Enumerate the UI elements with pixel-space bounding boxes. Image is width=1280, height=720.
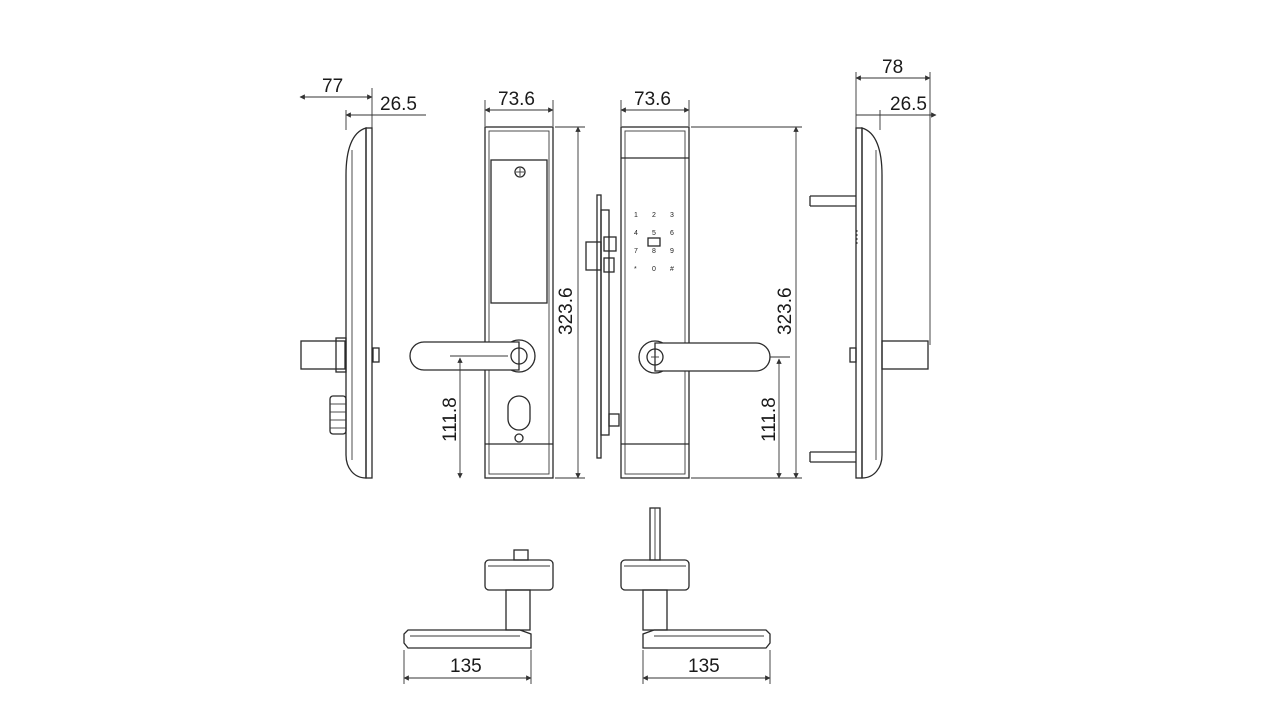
dim-bottom-right-length: 135 <box>688 656 720 677</box>
front-view: 73.6 323.6 111.8 <box>409 89 585 479</box>
key-9: 9 <box>670 248 674 255</box>
keypad: 1 2 3 4 5 6 7 8 9 * 0 # <box>634 212 674 273</box>
dim-back-handle-height: 111.8 <box>759 397 780 442</box>
dim-front-handle-height: 111.8 <box>440 397 461 442</box>
key-0: 0 <box>652 266 656 273</box>
dim-side-left-depth: 77 <box>322 76 343 97</box>
dim-side-right-plate: 26.5 <box>890 94 927 115</box>
key-hash: # <box>670 266 674 273</box>
dim-back-height: 323.6 <box>775 287 796 335</box>
bottom-right-view: 135 <box>620 507 771 684</box>
key-star: * <box>634 266 637 273</box>
dim-side-left-plate: 26.5 <box>380 94 417 115</box>
key-6: 6 <box>670 230 674 237</box>
key-5: 5 <box>652 230 656 237</box>
right-side-view: 78 26.5 <box>809 57 937 479</box>
dim-front-width: 73.6 <box>498 89 535 110</box>
dim-side-right-depth: 78 <box>882 57 903 78</box>
bottom-left-view: 135 <box>403 549 554 684</box>
screw-icon <box>514 166 526 178</box>
mortise-view <box>585 194 620 459</box>
key-7: 7 <box>634 248 638 255</box>
left-side-view: 77 26.5 <box>299 76 426 479</box>
key-3: 3 <box>670 212 674 219</box>
key-2: 2 <box>652 212 656 219</box>
keyhole-icon <box>514 433 524 443</box>
dim-back-width: 73.6 <box>634 89 671 110</box>
dim-bottom-left-length: 135 <box>450 656 482 677</box>
back-view: 73.6 1 2 3 4 5 6 7 8 9 * 0 # <box>620 89 802 479</box>
fingerprint-sensor-icon <box>647 237 661 247</box>
key-1: 1 <box>634 212 638 219</box>
key-4: 4 <box>634 230 638 237</box>
key-8: 8 <box>652 248 656 255</box>
dim-front-height: 323.6 <box>556 287 577 335</box>
